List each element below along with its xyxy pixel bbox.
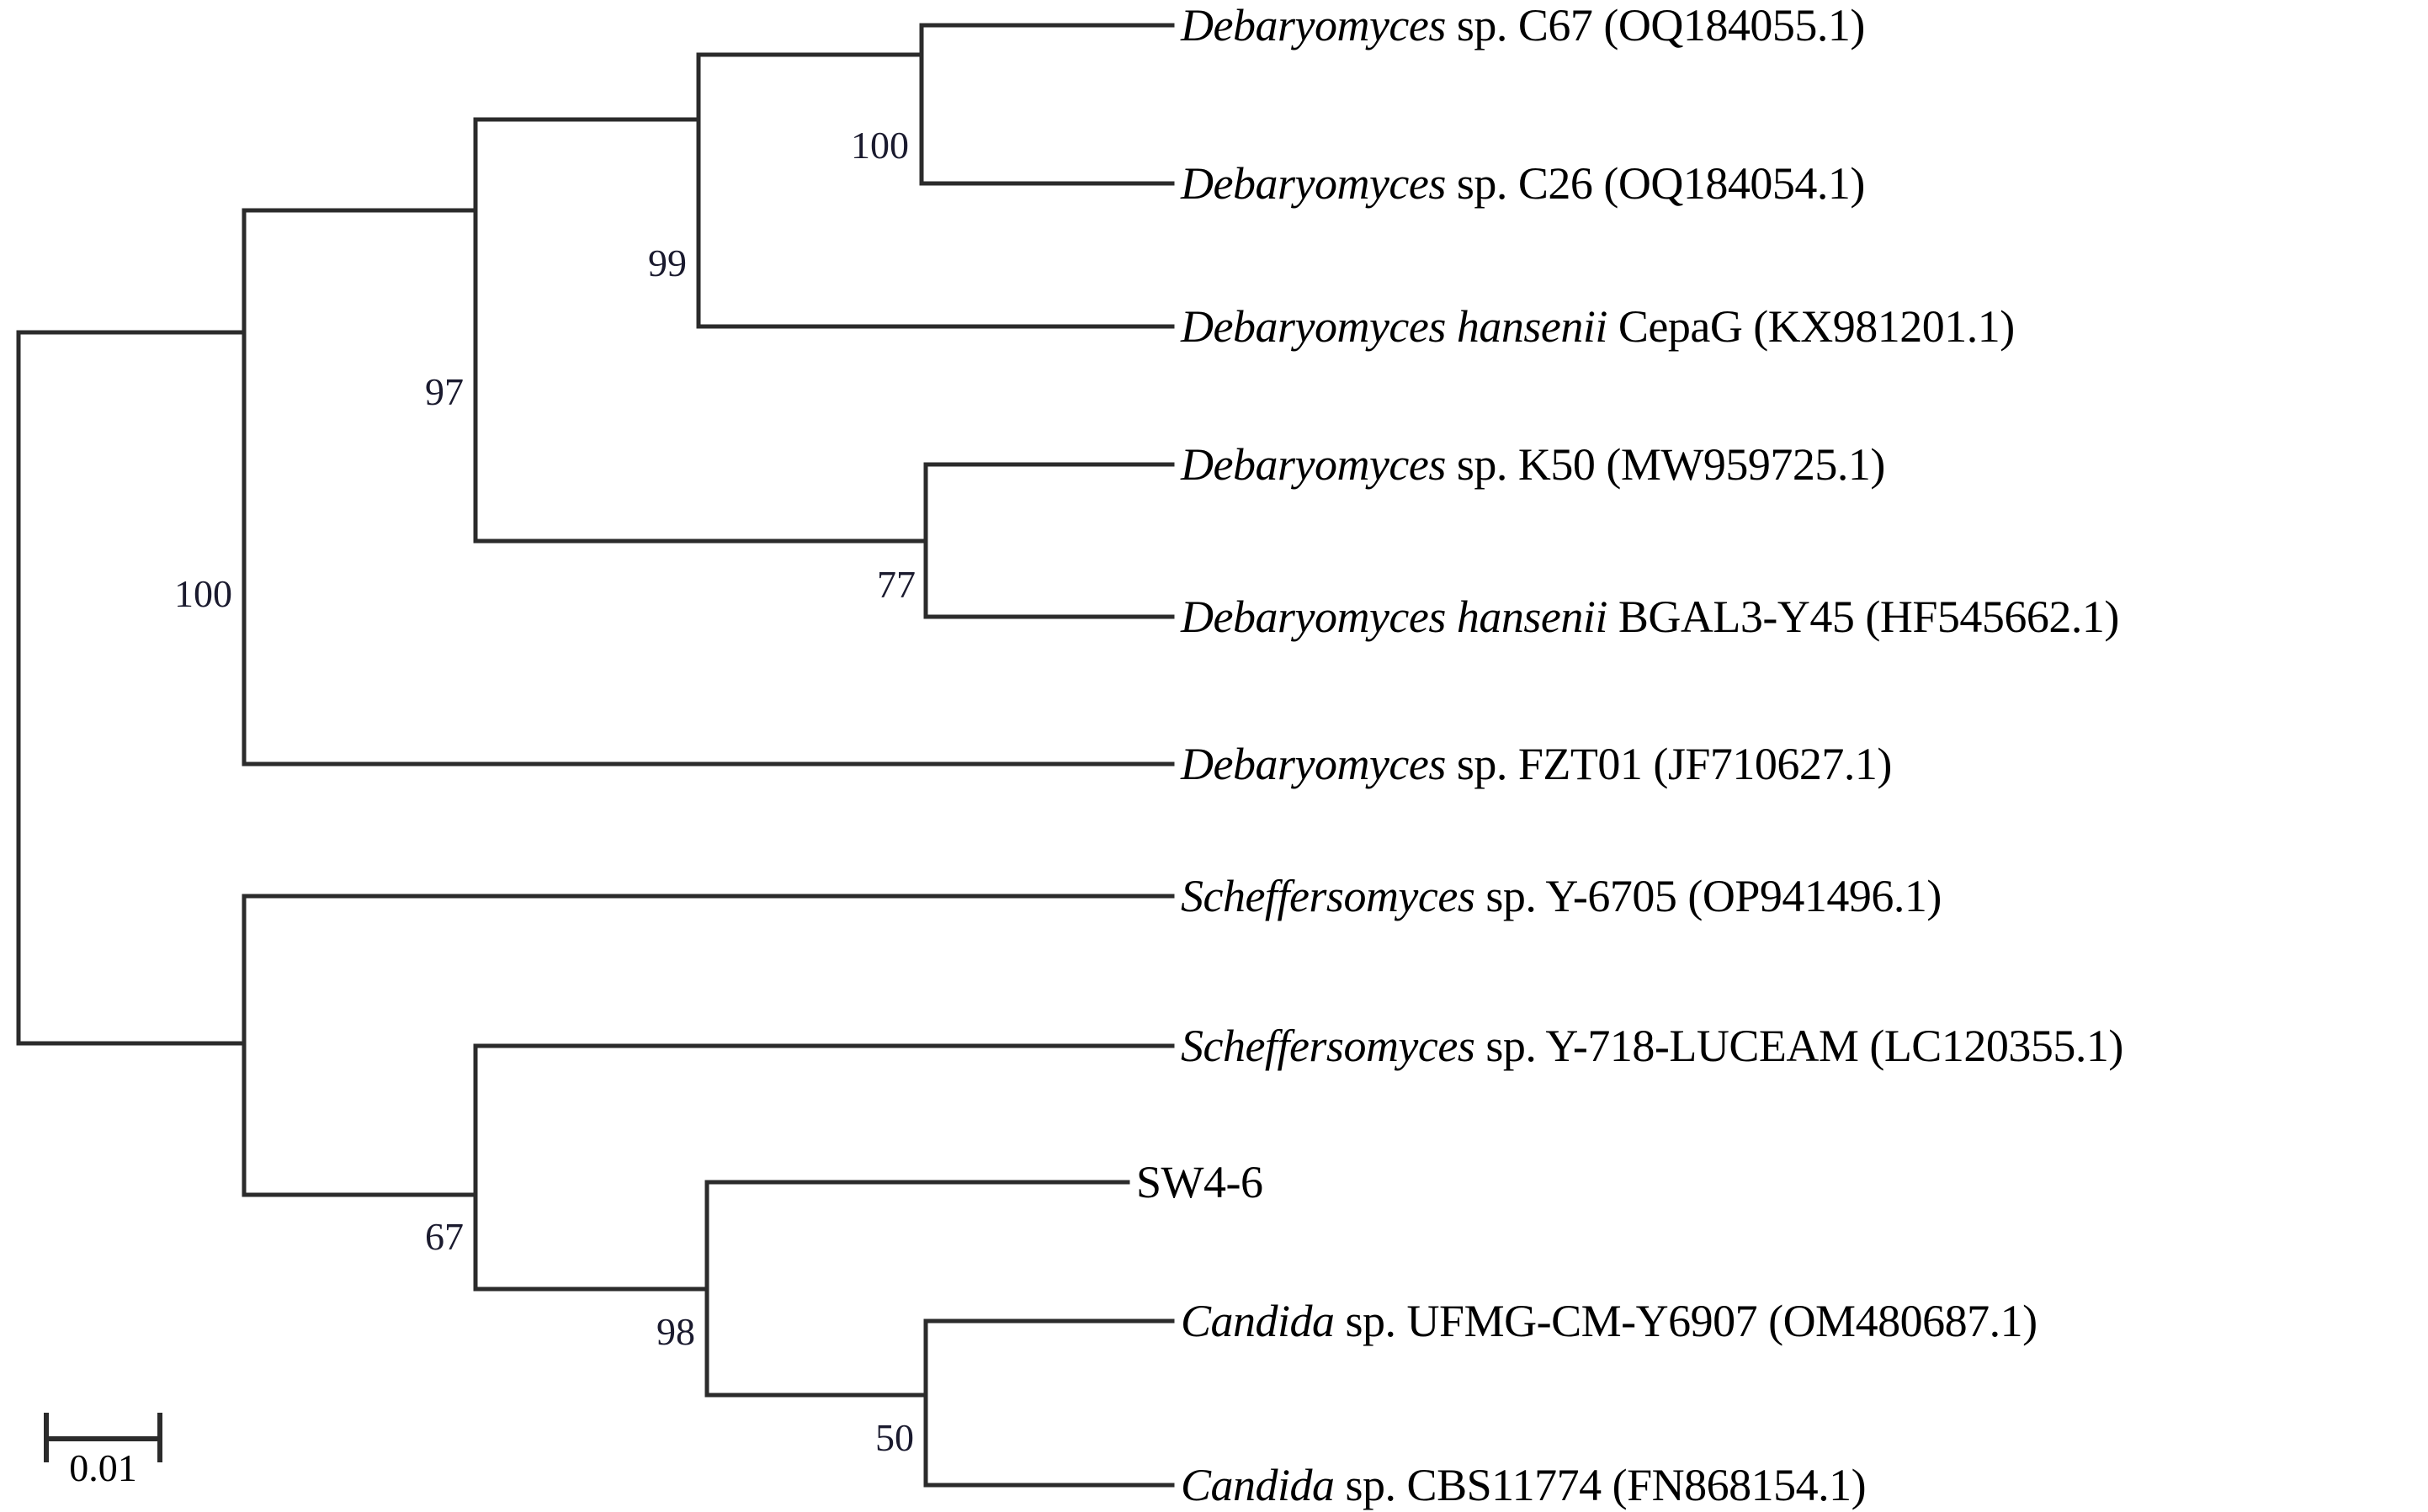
taxon-genus: Debaryomyces xyxy=(1181,739,1446,789)
taxon-genus: Scheffersomyces xyxy=(1181,871,1475,921)
bootstrap-value-node-candida-pair: 50 xyxy=(875,1416,914,1459)
bootstrap-value-node-k50-bgal3: 77 xyxy=(877,563,916,606)
bootstrap-value-node-scheff-candida: 67 xyxy=(425,1215,464,1258)
taxon-strain: sp. K50 (MW959725.1) xyxy=(1445,439,1885,490)
taxon-label-debaryomyces-hansenii-bgal3y45: Debaryomyces hansenii BGAL3-Y45 (HF54566… xyxy=(1181,594,2119,639)
taxon-strain: sp. CBS11774 (FN868154.1) xyxy=(1334,1460,1867,1510)
bootstrap-value-node-debaryomyces-core: 97 xyxy=(425,370,464,413)
bootstrap-value-node-hansenii-cepag: 99 xyxy=(648,241,687,284)
taxon-strain: BGAL3-Y45 (HF545662.1) xyxy=(1607,592,2119,642)
taxon-strain: sp. C67 (OQ184055.1) xyxy=(1445,0,1866,50)
taxon-label-candida-ufmg-cm-y6907: Candida sp. UFMG-CM-Y6907 (OM480687.1) xyxy=(1181,1298,2038,1344)
taxon-label-debaryomyces-k50: Debaryomyces sp. K50 (MW959725.1) xyxy=(1181,442,1885,487)
taxon-strain: sp. Y-718-LUCEAM (LC120355.1) xyxy=(1474,1021,2123,1071)
taxon-genus: Candida xyxy=(1181,1296,1335,1346)
taxon-label-scheffersomyces-y718luceam: Scheffersomyces sp. Y-718-LUCEAM (LC1203… xyxy=(1181,1023,2123,1069)
taxon-genus: Debaryomyces xyxy=(1181,158,1446,209)
scale-bar-label: 0.01 xyxy=(69,1446,137,1489)
bootstrap-value-node-debaryomyces-all: 100 xyxy=(174,572,232,615)
taxon-label-scheffersomyces-y6705: Scheffersomyces sp. Y-6705 (OP941496.1) xyxy=(1181,873,1942,919)
bootstrap-value-node-sw46-candida: 98 xyxy=(656,1310,695,1353)
taxon-genus: Debaryomyces hansenii xyxy=(1181,592,1607,642)
bootstrap-value-node-c67-c26: 100 xyxy=(851,124,909,167)
taxon-strain: sp. FZT01 (JF710627.1) xyxy=(1445,739,1893,789)
taxon-strain: sp. Y-6705 (OP941496.1) xyxy=(1474,871,1942,921)
taxon-genus: Debaryomyces xyxy=(1181,0,1446,50)
taxon-strain: CepaG (KX981201.1) xyxy=(1607,301,2015,352)
taxon-strain: sp. UFMG-CM-Y6907 (OM480687.1) xyxy=(1334,1296,2038,1346)
taxon-label-debaryomyces-c67: Debaryomyces sp. C67 (OQ184055.1) xyxy=(1181,3,1865,48)
taxon-label-sw4-6: SW4-6 xyxy=(1136,1157,1263,1207)
taxon-label-candida-cbs11774: Candida sp. CBS11774 (FN868154.1) xyxy=(1181,1460,1867,1510)
taxon-genus: Scheffersomyces xyxy=(1181,1021,1475,1071)
taxon-strain: sp. C26 (OQ184054.1) xyxy=(1445,158,1866,209)
taxon-genus: Candida xyxy=(1181,1460,1335,1510)
taxon-label-debaryomyces-fzt01: Debaryomyces sp. FZT01 (JF710627.1) xyxy=(1181,741,1892,787)
taxon-genus: Debaryomyces hansenii xyxy=(1181,301,1607,352)
taxon-strain: SW4-6 xyxy=(1136,1157,1263,1207)
taxon-label-debaryomyces-c26: Debaryomyces sp. C26 (OQ184054.1) xyxy=(1181,161,1865,206)
taxon-genus: Debaryomyces xyxy=(1181,439,1446,490)
taxon-label-debaryomyces-hansenii-cepag: Debaryomyces hansenii CepaG (KX981201.1) xyxy=(1181,304,2015,349)
